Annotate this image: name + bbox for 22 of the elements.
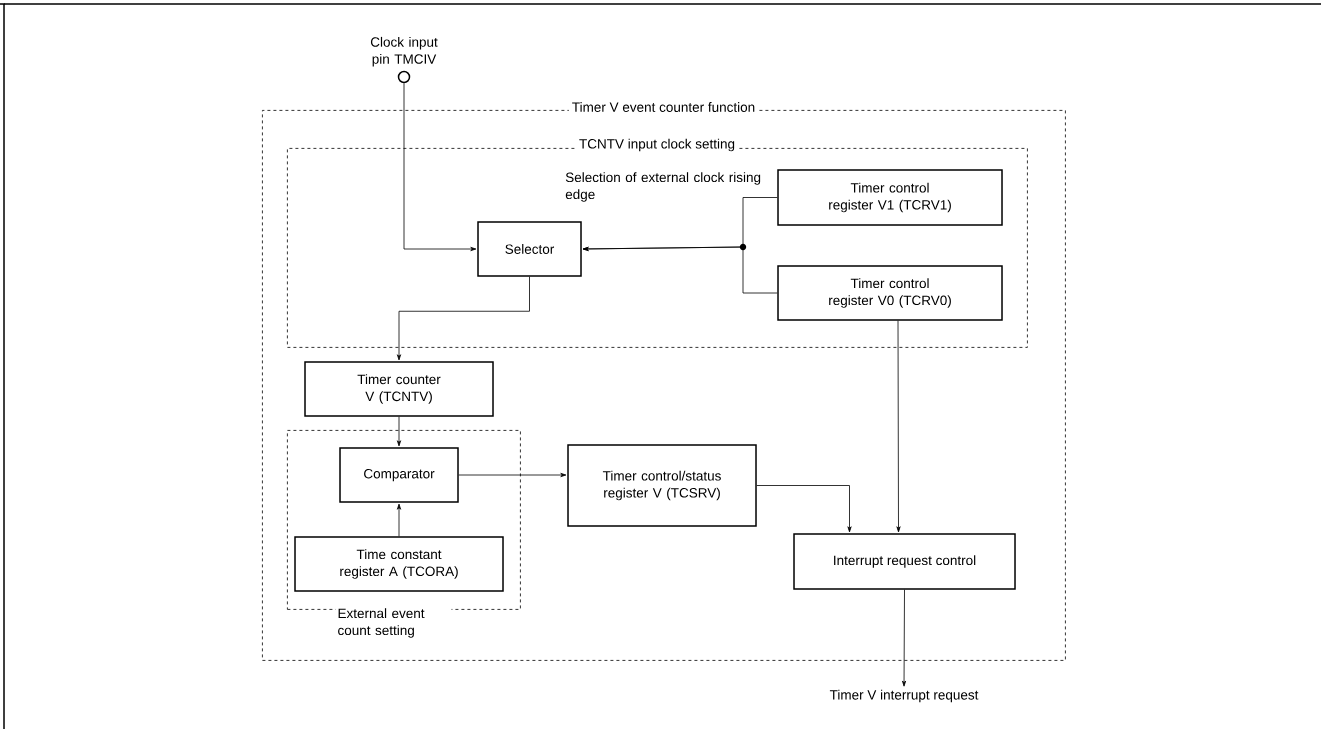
node-label: Timer V event counter function [572, 102, 755, 112]
arrow [396, 416, 402, 447]
register-box: Selector [477, 221, 582, 277]
arrow [902, 589, 907, 687]
arrow [756, 485, 852, 533]
register-box: Comparator [339, 447, 459, 503]
note-text: Selection of external clock rising edge [565, 172, 761, 202]
register-box: Timer control register V0 (TCRV0) [777, 265, 1003, 321]
pin-label: Clock input pin TMCIV [370, 36, 438, 67]
register-box: Time constant register A (TCORA) [294, 536, 504, 592]
arrow [396, 503, 402, 537]
register-box: Timer control/status register V (TCSRV) [567, 444, 757, 527]
arrow [896, 320, 901, 533]
node-label: External event count setting [338, 608, 425, 638]
arrow [458, 472, 567, 478]
arrow [396, 276, 530, 361]
register-box: Timer counter V (TCNTV) [304, 361, 494, 417]
register-box: Timer control register V1 (TCRV1) [777, 169, 1003, 226]
register-box: Interrupt request control [793, 533, 1016, 590]
arrow [403, 82, 477, 252]
arrow [582, 246, 778, 294]
output-label: Timer V interrupt request [829, 689, 979, 703]
